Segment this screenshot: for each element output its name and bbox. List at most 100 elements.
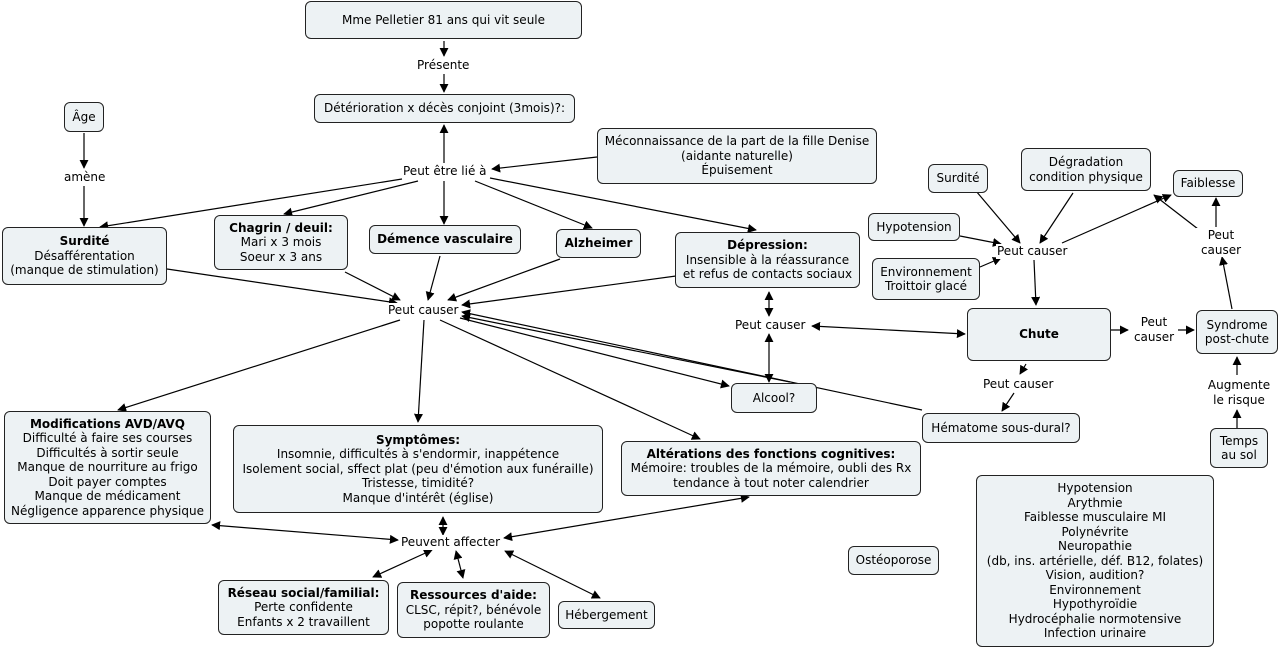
edge [1153,194,1199,230]
node-faiblesse[interactable]: Faiblesse [1173,170,1243,197]
node-line: Hypothyroïdie [1052,597,1138,612]
node-line: Enfants x 2 travaillent [237,614,370,629]
node-alterations[interactable]: Altérations des fonctions cognitives:Mém… [621,441,921,496]
node-line: Insomnie, difficultés à s'endormir, inap… [276,447,560,462]
node-hematome[interactable]: Hématome sous-dural? [922,413,1080,443]
label-peut-etre-lie: Peut être lié à [402,164,488,179]
node-line: Insensible à la réassurance [685,252,850,267]
label-peut-causer-hematome: Peut causer [982,377,1055,392]
node-line: Difficultés à sortir seule [36,445,179,460]
edge [166,268,398,307]
node-osteoporose[interactable]: Ostéoporose [848,546,939,575]
node-line: (aidante naturelle) [681,148,793,163]
node-surdite-right[interactable]: Surdité [928,164,988,193]
node-line: Manque de nourriture au frigo [17,460,198,475]
label-peut-causer-chute-in: Peut causer [996,244,1069,259]
edge [1039,192,1074,244]
node-line: Perte confidente [254,600,353,615]
node-line: Infection urinaire [1043,626,1147,641]
node-deterioration[interactable]: Détérioration x décès conjoint (3mois)?: [314,94,575,123]
edge [1219,256,1233,310]
edge [344,271,401,301]
edge [975,190,1021,244]
node-line: Hypotension [876,219,952,234]
edge [459,317,730,389]
node-line: Arythmie [1067,495,1123,510]
node-line: Désafférentation [34,248,135,263]
edge [979,257,1002,268]
label-peut-causer-syndrome: Peut causer [1196,228,1246,257]
node-chute[interactable]: Chute [967,308,1111,361]
node-line: Mme Pelletier 81 ans qui vit seule [341,12,546,27]
node-line: Hypotension [1057,481,1133,496]
node-line: (db, ins. artérielle, déf. B12, folates) [986,553,1204,568]
node-line: Hébergement [565,607,648,622]
node-line: condition physique [1029,169,1143,184]
node-line: Méconnaissance de la part de la fille De… [604,134,870,149]
node-meconnaissance[interactable]: Méconnaissance de la part de la fille De… [597,128,877,184]
node-symptomes[interactable]: Symptômes:Insomnie, difficultés à s'endo… [233,425,603,513]
edge [959,235,1002,247]
node-line: Ostéoporose [855,553,932,568]
node-line: tendance à tout noter calendrier [673,475,869,490]
node-title: Dépression: [727,238,808,253]
node-demence[interactable]: Démence vasculaire [369,225,521,254]
node-line: Surdité [936,171,980,186]
node-line: Soeur x 3 ans [239,249,323,264]
node-line: Âge [72,109,96,124]
node-line: Temps [1219,433,1259,448]
edge [1019,363,1029,375]
node-title: Chagrin / deuil: [229,220,333,235]
node-line: Vision, audition? [1045,568,1145,583]
node-line: popotte roulante [423,617,524,632]
edge [461,275,677,309]
edge [447,258,561,302]
node-line: Environnement [1049,582,1141,597]
node-patient[interactable]: Mme Pelletier 81 ans qui vit seule [305,1,582,39]
node-line: Faiblesse musculaire MI [1023,510,1167,525]
node-line: Épuisement [701,163,773,178]
node-title: Démence vasculaire [377,232,513,247]
node-line: Tristesse, timidité? [361,476,475,491]
edge [474,180,593,230]
label-peut-causer-chute-out: Peut causer [1130,315,1178,344]
node-line: Manque d'intérêt (église) [342,490,494,505]
edge [491,156,598,173]
edge [283,180,419,217]
node-line: Négligence apparence physique [11,503,204,518]
node-alcool[interactable]: Alcool? [731,383,817,413]
label-amene: amène [63,170,107,185]
node-line: au sol [1221,448,1257,462]
edge [413,319,425,423]
node-line: Mémoire: troubles de la mémoire, oubli d… [630,461,912,476]
edge [811,321,966,339]
edge [504,550,601,599]
edge [489,177,757,233]
node-alzheimer[interactable]: Alzheimer [556,229,641,258]
node-line: Environnement [880,264,972,279]
node-line: Isolement social, sffect plat (peu d'émo… [242,461,594,476]
node-hebergement[interactable]: Hébergement [558,601,655,629]
edge [439,319,701,440]
label-peuvent-affecter: Peuvent affecter [400,535,502,550]
label-peut-causer-main: Peut causer [387,303,460,318]
node-line: (manque de stimulation) [10,263,159,278]
node-ressources[interactable]: Ressources d'aide:CLSC, répit?, bénévole… [397,582,550,638]
node-age[interactable]: Âge [64,102,104,132]
edge [1031,259,1041,306]
node-line: Syndrome [1206,317,1268,332]
node-line: et refus de contacts sociaux [682,267,853,282]
edge [461,309,923,411]
node-hypotension[interactable]: Hypotension [868,213,960,241]
